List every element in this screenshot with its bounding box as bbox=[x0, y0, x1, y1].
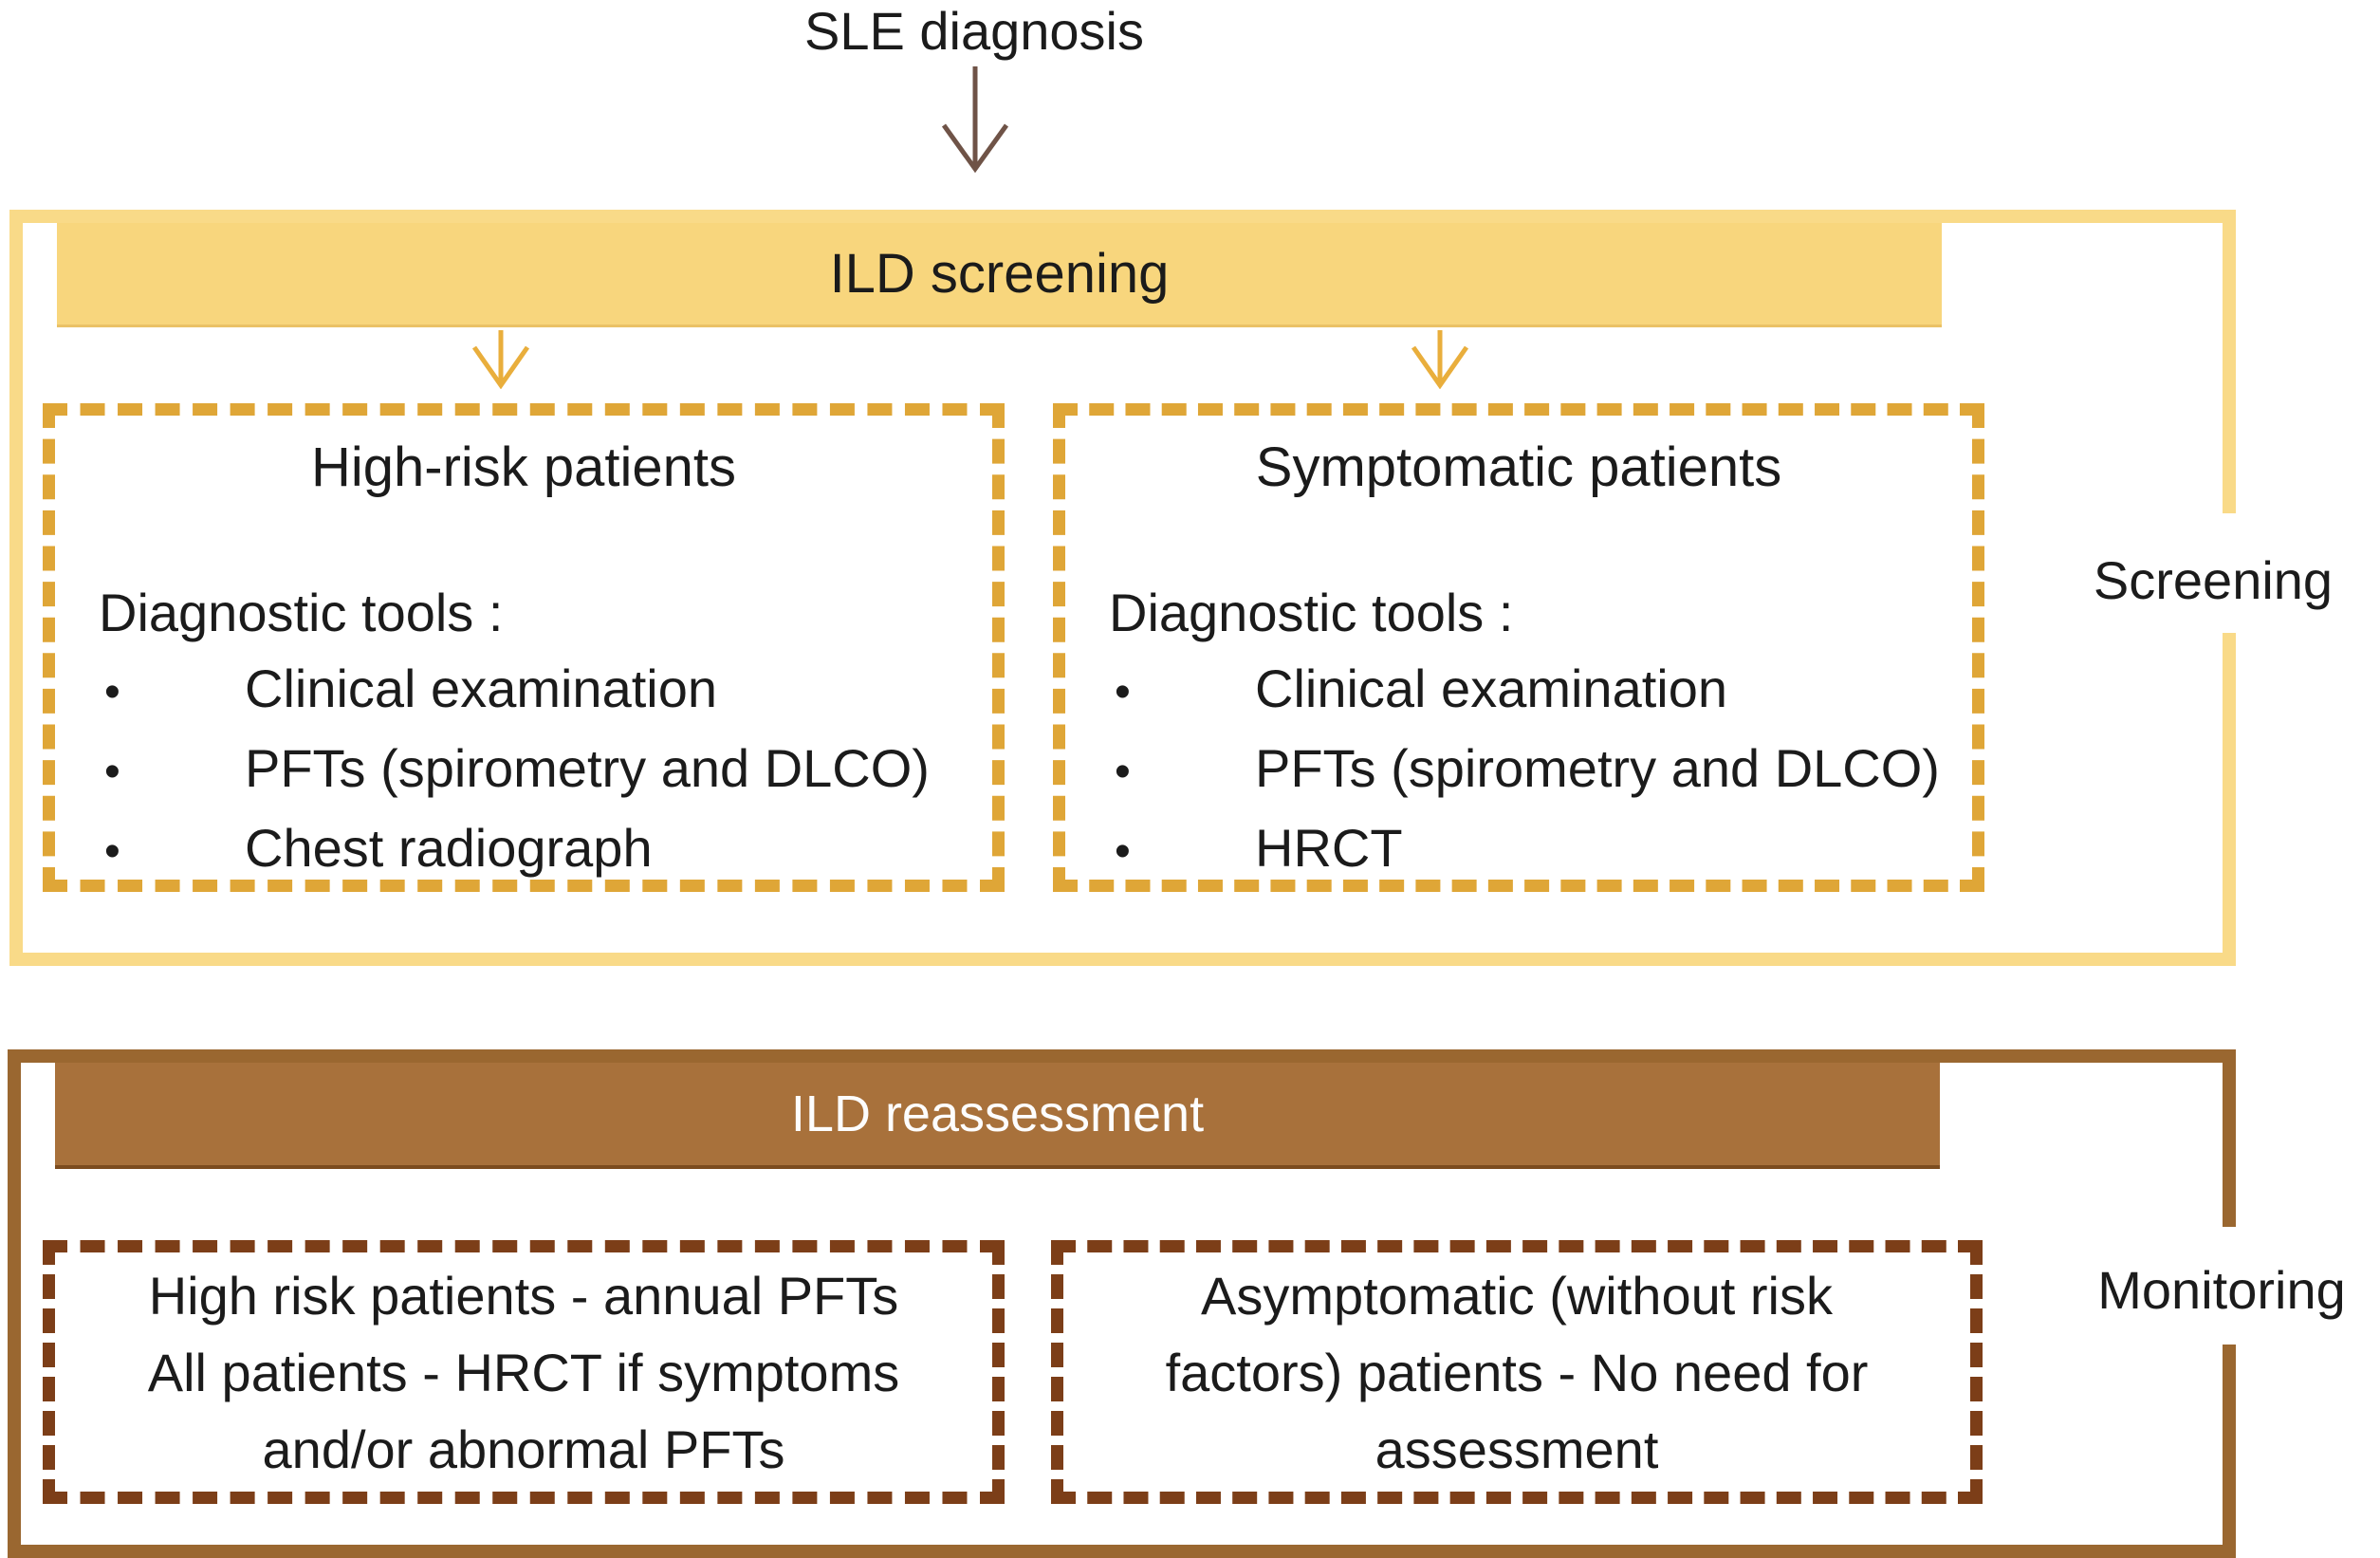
tool-label: Clinical examination bbox=[1255, 658, 1728, 718]
tool-label: PFTs (spirometry and DLCO) bbox=[245, 738, 930, 798]
tool-label: Clinical examination bbox=[245, 658, 718, 718]
high-risk-monitoring-box: High risk patients - annual PFTs All pat… bbox=[43, 1240, 1005, 1504]
bullet-icon: • bbox=[1115, 747, 1131, 797]
list-item: • Clinical examination bbox=[1065, 659, 1972, 722]
ild-reassessment-band-label: ILD reassessment bbox=[790, 1085, 1205, 1142]
sle-down-arrow-icon bbox=[941, 66, 1009, 174]
screening-side-label: Screening bbox=[2093, 550, 2334, 610]
list-item: • Chest radiograph bbox=[55, 819, 992, 881]
tool-label: PFTs (spirometry and DLCO) bbox=[1255, 738, 1940, 798]
bullet-icon: • bbox=[104, 747, 120, 797]
symptomatic-tool-list: • Clinical examination • PFTs (spirometr… bbox=[1065, 659, 1972, 881]
high-risk-tool-list: • Clinical examination • PFTs (spirometr… bbox=[55, 659, 992, 881]
list-item: • HRCT bbox=[1065, 819, 1972, 881]
symptomatic-patients-box: Symptomatic patients Diagnostic tools : … bbox=[1053, 403, 1984, 892]
screening-left-arrow-icon bbox=[471, 330, 530, 389]
asymptomatic-monitoring-text: Asymptomatic (without risk factors) pati… bbox=[1165, 1265, 1869, 1479]
symptomatic-patients-title: Symptomatic patients bbox=[1255, 436, 1782, 498]
high-risk-patients-title: High-risk patients bbox=[310, 436, 737, 498]
ild-screening-band: ILD screening bbox=[57, 223, 1942, 327]
ild-screening-band-label: ILD screening bbox=[829, 243, 1170, 305]
screening-section: ILD screening High-risk patients Diagnos… bbox=[9, 210, 2236, 966]
high-risk-patients-box: High-risk patients Diagnostic tools : • … bbox=[43, 403, 1005, 892]
bullet-icon: • bbox=[104, 826, 120, 877]
list-item: • PFTs (spirometry and DLCO) bbox=[1065, 739, 1972, 802]
tool-label: Chest radiograph bbox=[245, 818, 653, 878]
screening-border-gap bbox=[2223, 513, 2236, 633]
list-item: • Clinical examination bbox=[55, 659, 992, 722]
monitoring-border-gap bbox=[2223, 1227, 2236, 1345]
bullet-icon: • bbox=[104, 667, 120, 717]
monitoring-side-label: Monitoring bbox=[2097, 1260, 2346, 1320]
monitoring-section: ILD reassessment High risk patients - an… bbox=[8, 1049, 2236, 1558]
diagnostic-tools-label: Diagnostic tools : bbox=[99, 583, 504, 642]
asymptomatic-monitoring-box: Asymptomatic (without risk factors) pati… bbox=[1051, 1240, 1983, 1504]
diagnostic-tools-label: Diagnostic tools : bbox=[1109, 583, 1514, 642]
list-item: • PFTs (spirometry and DLCO) bbox=[55, 739, 992, 802]
high-risk-monitoring-text: High risk patients - annual PFTs All pat… bbox=[147, 1265, 900, 1479]
bullet-icon: • bbox=[1115, 826, 1131, 877]
screening-right-arrow-icon bbox=[1411, 330, 1469, 389]
sle-diagnosis-label: SLE diagnosis bbox=[803, 1, 1144, 61]
bullet-icon: • bbox=[1115, 667, 1131, 717]
tool-label: HRCT bbox=[1255, 818, 1403, 878]
ild-reassessment-band: ILD reassessment bbox=[55, 1063, 1940, 1169]
